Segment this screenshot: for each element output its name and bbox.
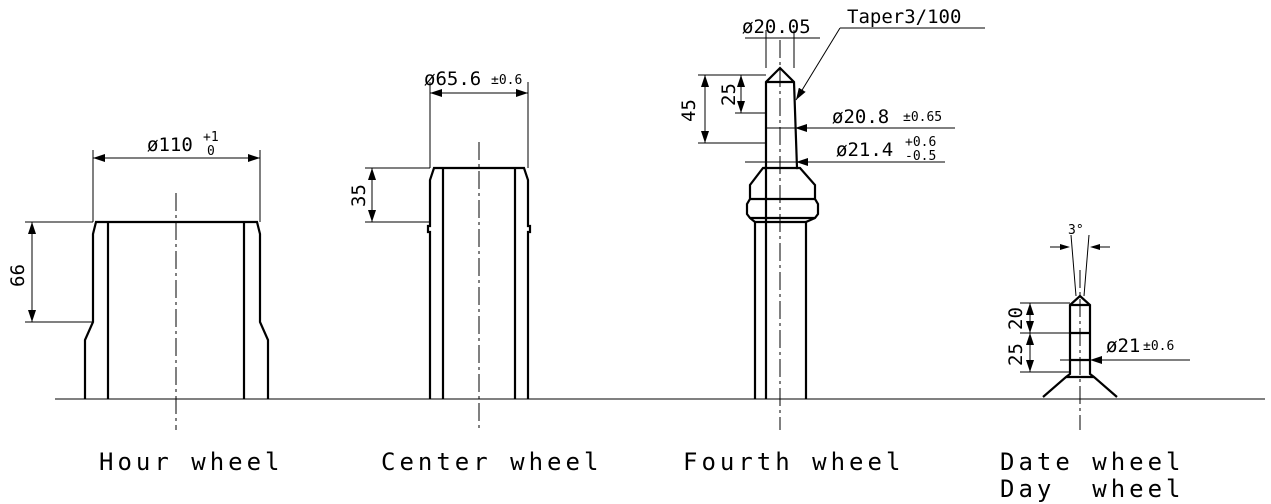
fourth-dia-b-tol-lower: -0.5 bbox=[905, 149, 936, 164]
date-dia-label: ø21 bbox=[1106, 335, 1140, 357]
fourth-dia-a-tol: ±0.65 bbox=[903, 110, 942, 125]
hour-dia-tol-lower: 0 bbox=[207, 144, 215, 159]
fourth-dia-a-label: ø20.8 bbox=[832, 106, 889, 128]
date-dia-tol: ±0.6 bbox=[1143, 339, 1174, 354]
hour-wheel-label: Hour wheel bbox=[99, 448, 284, 476]
center-height-label: 35 bbox=[348, 184, 370, 207]
date-wheel-part bbox=[1020, 234, 1190, 430]
hour-wheel-part bbox=[25, 150, 270, 430]
fourth-dia-b-tol-upper: +0.6 bbox=[905, 135, 936, 150]
fourth-height-25-label: 25 bbox=[718, 83, 740, 106]
fourth-height-45-label: 45 bbox=[678, 99, 700, 122]
date-height-20-label: 20 bbox=[1005, 307, 1027, 330]
center-dia-label: ø65.6 bbox=[424, 68, 481, 90]
date-angle-label: 3° bbox=[1068, 223, 1084, 238]
date-wheel-label: Date wheel bbox=[1000, 448, 1185, 476]
hour-dia-tol-upper: +1 bbox=[203, 130, 219, 145]
hour-dia-label: ø110 bbox=[147, 134, 193, 156]
fourth-wheel-label: Fourth wheel bbox=[683, 448, 904, 476]
center-wheel-label: Center wheel bbox=[381, 448, 602, 476]
hour-height-label: 66 bbox=[7, 264, 29, 287]
fourth-top-dia-label: ø20.05 bbox=[742, 16, 811, 38]
fourth-dia-b-label: ø21.4 bbox=[836, 139, 893, 161]
center-wheel-part bbox=[365, 82, 532, 430]
center-dia-tol: ±0.6 bbox=[491, 73, 522, 88]
fourth-taper-label: Taper3/100 bbox=[847, 6, 961, 28]
fourth-wheel-part bbox=[698, 27, 985, 430]
day-wheel-label: Day wheel bbox=[1000, 475, 1185, 503]
date-height-25-label: 25 bbox=[1005, 343, 1027, 366]
